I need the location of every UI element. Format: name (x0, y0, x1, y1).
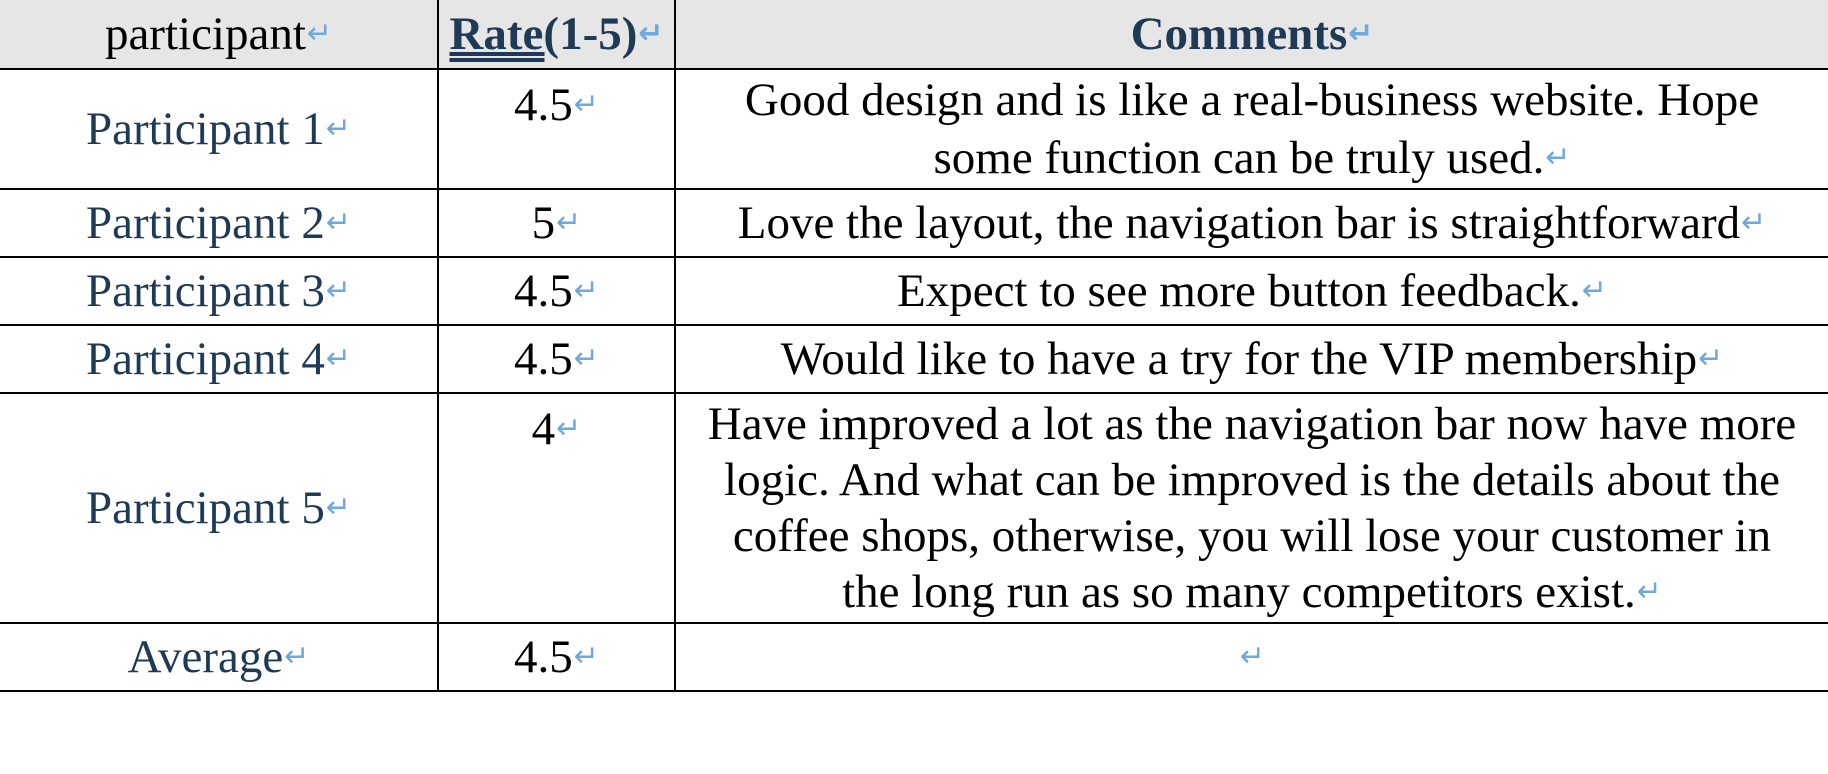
comment-cell: Have improved a lot as the navigation ba… (674, 392, 1828, 624)
participant-cell: Participant 2↵ (0, 188, 439, 258)
return-mark-icon: ↵ (573, 639, 599, 674)
header-comments: Comments↵ (674, 0, 1828, 70)
return-mark-icon: ↵ (325, 490, 351, 525)
comment-text: Would like to have a try for the VIP mem… (780, 333, 1698, 385)
header-participant-label: participant (104, 8, 306, 60)
return-mark-icon: ↵ (573, 273, 599, 308)
rate-value: 4 (531, 403, 556, 455)
comment-text: Love the layout, the navigation bar is s… (737, 197, 1741, 249)
comment-text: Expect to see more button feedback. (897, 265, 1581, 317)
rate-cell: 5↵ (437, 188, 676, 258)
rate-value: 5 (531, 197, 556, 249)
return-mark-icon: ↵ (638, 16, 664, 51)
return-mark-icon: ↵ (325, 205, 351, 240)
return-mark-icon: ↵ (1636, 574, 1662, 609)
table-row: Participant 4↵ 4.5↵ Would like to have a… (0, 324, 1828, 394)
feedback-table: participant↵ Rate(1-5)↵ Comments↵ Partic… (0, 0, 1828, 692)
rate-cell: 4.5↵ (437, 324, 676, 394)
participant-cell: Average↵ (0, 622, 439, 692)
header-comments-label: Comments (1130, 8, 1348, 60)
return-mark-icon: ↵ (556, 205, 582, 240)
comment-cell: Expect to see more button feedback.↵ (674, 256, 1828, 326)
comment-cell: ↵ (674, 622, 1828, 692)
rate-cell: 4↵ (437, 392, 676, 624)
participant-name: Participant 1 (86, 103, 325, 155)
return-mark-icon: ↵ (1581, 273, 1607, 308)
header-rate-label: 1-5) (559, 8, 638, 60)
comment-text: Have improved a lot as the navigation ba… (707, 398, 1797, 618)
return-mark-icon: ↵ (1741, 205, 1767, 240)
comment-cell: Good design and is like a real-business … (674, 68, 1828, 190)
comment-cell: Love the layout, the navigation bar is s… (674, 188, 1828, 258)
table-header-row: participant↵ Rate(1-5)↵ Comments↵ (0, 0, 1828, 70)
participant-name: Participant 4 (86, 333, 325, 385)
comment-cell: Would like to have a try for the VIP mem… (674, 324, 1828, 394)
rate-value: 4.5 (514, 79, 573, 131)
return-mark-icon: ↵ (306, 16, 333, 51)
return-mark-icon: ↵ (325, 273, 351, 308)
participant-cell: Participant 3↵ (0, 256, 439, 326)
comment-text: Good design and is like a real-business … (744, 73, 1760, 184)
header-rate-label-underlined: Rate( (449, 8, 560, 60)
return-mark-icon: ↵ (1698, 341, 1724, 376)
table-row: Participant 3↵ 4.5↵ Expect to see more b… (0, 256, 1828, 326)
return-mark-icon: ↵ (284, 639, 310, 674)
return-mark-icon: ↵ (325, 111, 351, 146)
rate-cell: 4.5↵ (437, 256, 676, 326)
return-mark-icon: ↵ (573, 87, 599, 122)
return-mark-icon: ↵ (1545, 139, 1571, 175)
participant-cell: Participant 5↵ (0, 392, 439, 624)
rate-cell: 4.5↵ (437, 622, 676, 692)
return-mark-icon: ↵ (573, 341, 599, 376)
participant-name: Participant 5 (86, 482, 325, 534)
return-mark-icon: ↵ (1348, 16, 1374, 51)
table-row: Participant 1↵ 4.5↵ Good design and is l… (0, 68, 1828, 190)
participant-name: Average (127, 631, 284, 683)
rate-value: 4.5 (514, 333, 573, 385)
participant-cell: Participant 4↵ (0, 324, 439, 394)
participant-name: Participant 3 (86, 265, 325, 317)
rate-value: 4.5 (514, 631, 573, 683)
return-mark-icon: ↵ (325, 341, 351, 376)
header-rate: Rate(1-5)↵ (437, 0, 676, 70)
participant-name: Participant 2 (86, 197, 325, 249)
participant-cell: Participant 1↵ (0, 68, 439, 190)
return-mark-icon: ↵ (1239, 639, 1266, 674)
return-mark-icon: ↵ (556, 411, 582, 446)
table-row: Participant 5↵ 4↵ Have improved a lot as… (0, 392, 1828, 624)
table-row: Participant 2↵ 5↵ Love the layout, the n… (0, 188, 1828, 258)
rate-value: 4.5 (514, 265, 573, 317)
table-row: Average↵ 4.5↵ ↵ (0, 622, 1828, 692)
rate-cell: 4.5↵ (437, 68, 676, 190)
header-participant: participant↵ (0, 0, 439, 70)
